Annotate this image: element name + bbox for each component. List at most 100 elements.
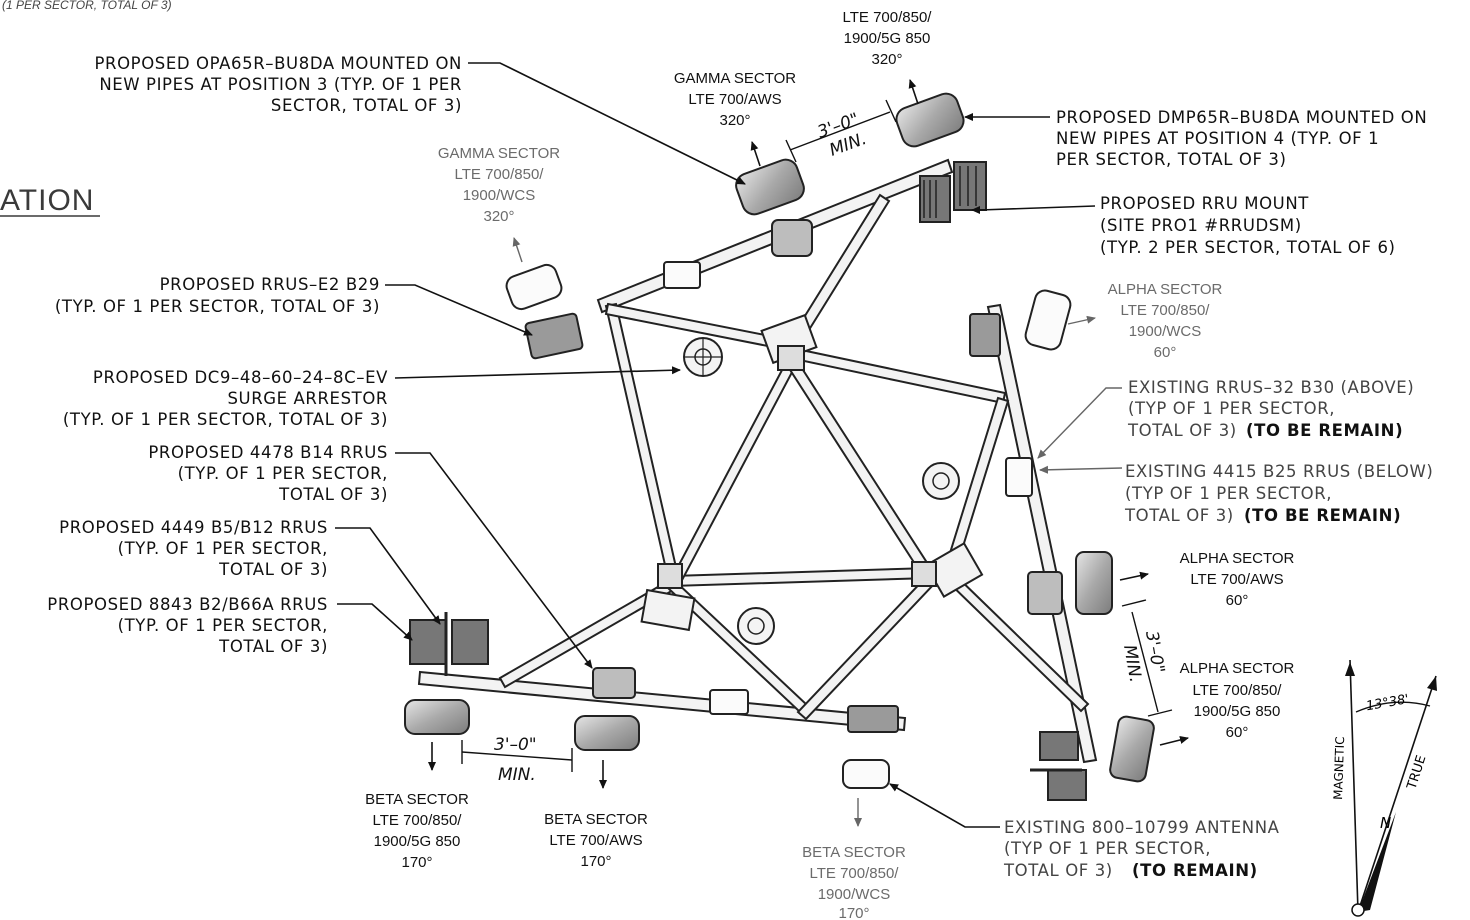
- svg-text:LTE 700/850/: LTE 700/850/: [455, 166, 545, 183]
- svg-text:60°: 60°: [1226, 592, 1249, 609]
- svg-text:170°: 170°: [838, 905, 869, 920]
- svg-text:TOTAL OF 3): TOTAL OF 3): [218, 560, 328, 579]
- svg-text:(TO REMAIN): (TO REMAIN): [1132, 861, 1258, 880]
- svg-text:PROPOSED DC9–48–60–24–8C–EV: PROPOSED DC9–48–60–24–8C–EV: [93, 368, 388, 387]
- alpha-rrus-32: [1005, 457, 1033, 497]
- svg-text:EXISTING 4415 B25 RRUS (BELOW): EXISTING 4415 B25 RRUS (BELOW): [1125, 462, 1433, 481]
- sector-alpha-aws: ALPHA SECTOR LTE 700/AWS 60°: [1180, 550, 1295, 609]
- beta-equipment: [404, 607, 899, 789]
- alpha-face-rail: [986, 303, 1098, 764]
- alpha-surge-arrestor: [922, 462, 960, 500]
- section-title: ATION: [0, 184, 100, 217]
- svg-text:PROPOSED 4478 B14 RRUS: PROPOSED 4478 B14 RRUS: [148, 443, 388, 462]
- magnetic-north-line: [1349, 659, 1359, 913]
- hub-clamp: [657, 563, 683, 589]
- svg-text:SURGE ARRESTOR: SURGE ARRESTOR: [227, 389, 388, 408]
- svg-text:1900/5G 850: 1900/5G 850: [374, 833, 461, 850]
- callout-rrus-e2: PROPOSED RRUS–E2 B29 (TYP. OF 1 PER SECT…: [55, 275, 380, 316]
- svg-text:PROPOSED 4449 B5/B12 RRUS: PROPOSED 4449 B5/B12 RRUS: [59, 518, 328, 537]
- svg-text:PROPOSED OPA65R–BU8DA MOUNTED: PROPOSED OPA65R–BU8DA MOUNTED ON: [94, 54, 462, 73]
- svg-text:ALPHA SECTOR: ALPHA SECTOR: [1108, 281, 1223, 298]
- callout-opa65r: PROPOSED OPA65R–BU8DA MOUNTED ON NEW PIP…: [94, 54, 462, 115]
- svg-text:(TYP OF 1 PER SECTOR,: (TYP OF 1 PER SECTOR,: [1128, 399, 1335, 418]
- svg-text:1900/WCS: 1900/WCS: [1129, 323, 1202, 340]
- dim-beta-min: MIN.: [498, 765, 536, 785]
- svg-text:SECTOR, TOTAL OF 3): SECTOR, TOTAL OF 3): [271, 96, 462, 115]
- sector-beta-wcs: BETA SECTOR LTE 700/850/ 1900/WCS 170°: [802, 844, 906, 920]
- svg-text:(TYP OF 1 PER SECTOR,: (TYP OF 1 PER SECTOR,: [1004, 839, 1211, 858]
- svg-text:LTE 700/850/: LTE 700/850/: [1121, 302, 1211, 319]
- svg-text:NEW PIPES AT POSITION 4 (TYP.: NEW PIPES AT POSITION 4 (TYP. OF 1: [1056, 129, 1379, 148]
- mount-frame: [417, 158, 1098, 764]
- callout-b14: PROPOSED 4478 B14 RRUS (TYP. OF 1 PER SE…: [148, 443, 388, 504]
- svg-text:(TO BE REMAIN): (TO BE REMAIN): [1246, 421, 1403, 440]
- svg-text:ALPHA SECTOR: ALPHA SECTOR: [1180, 550, 1295, 567]
- svg-text:EXISTING 800–10799 ANTENNA: EXISTING 800–10799 ANTENNA: [1004, 818, 1280, 837]
- dimension-lines: [461, 99, 1173, 772]
- strut: [604, 302, 680, 580]
- svg-text:320°: 320°: [483, 208, 514, 225]
- svg-text:(TYP OF 1 PER SECTOR,: (TYP OF 1 PER SECTOR,: [1125, 484, 1332, 503]
- svg-text:(TYP. 2 PER SECTOR, TOTAL OF 6: (TYP. 2 PER SECTOR, TOTAL OF 6): [1100, 238, 1396, 257]
- sector-beta-aws: BETA SECTOR LTE 700/AWS 170°: [544, 811, 648, 870]
- svg-text:320°: 320°: [871, 51, 902, 68]
- gamma-aws-antenna: [735, 158, 805, 216]
- dim-alpha-spacing: 3'–0": [1141, 629, 1168, 674]
- alpha-equipment: [922, 289, 1155, 801]
- sector-alpha-5g: ALPHA SECTOR LTE 700/850/ 1900/5G 850 60…: [1180, 660, 1295, 741]
- alpha-b14-rrus: [1027, 571, 1063, 615]
- true-north-line: [1357, 675, 1437, 913]
- beta-surge-arrestor: [737, 607, 775, 645]
- beta-800-antenna: [842, 759, 890, 789]
- svg-text:LTE 700/850/: LTE 700/850/: [843, 9, 933, 26]
- north-n-label: N: [1380, 814, 1391, 832]
- declination-label: 13°38': [1365, 692, 1410, 714]
- svg-text:LTE 700/850/: LTE 700/850/: [810, 865, 900, 882]
- callout-rru-mount: PROPOSED RRU MOUNT (SITE PRO1 #RRUDSM) (…: [1100, 194, 1396, 257]
- svg-text:LTE 700/850/: LTE 700/850/: [1193, 682, 1283, 699]
- svg-text:(TYP. OF 1 PER SECTOR,: (TYP. OF 1 PER SECTOR,: [178, 464, 388, 483]
- svg-text:320°: 320°: [719, 112, 750, 129]
- gamma-equipment: [505, 92, 987, 377]
- beta-5g-antenna: [404, 699, 470, 735]
- magnetic-label: MAGNETIC: [1331, 736, 1347, 800]
- svg-text:(TYP. OF 1 PER SECTOR, TOTAL O: (TYP. OF 1 PER SECTOR, TOTAL OF 3): [63, 410, 388, 429]
- sector-gamma-aws: GAMMA SECTOR LTE 700/AWS 320°: [674, 70, 796, 129]
- callout-rrus32: EXISTING RRUS–32 B30 (ABOVE) (TYP OF 1 P…: [1127, 378, 1414, 440]
- section-title-text: ATION: [0, 184, 94, 217]
- svg-text:(TYP. OF 1 PER SECTOR,: (TYP. OF 1 PER SECTOR,: [118, 616, 328, 635]
- alpha-rru-mount: [1030, 731, 1087, 801]
- gamma-wcs-antenna: [505, 263, 563, 311]
- svg-text:60°: 60°: [1154, 344, 1177, 361]
- strut: [796, 573, 938, 721]
- sector-gamma-top: LTE 700/850/ 1900/5G 850 320°: [843, 9, 933, 68]
- svg-text:TOTAL OF 3): TOTAL OF 3): [1127, 421, 1237, 440]
- strut: [670, 353, 801, 584]
- svg-text:PROPOSED DMP65R–BU8DA MOUNTED: PROPOSED DMP65R–BU8DA MOUNTED ON: [1056, 108, 1427, 127]
- beta-rru-mount: [409, 612, 489, 676]
- callout-b5b12: PROPOSED 4449 B5/B12 RRUS (TYP. OF 1 PER…: [59, 518, 328, 579]
- azimuth-arrows: [428, 79, 1189, 827]
- svg-text:1900/5G 850: 1900/5G 850: [844, 30, 931, 47]
- leader-lines: [335, 62, 1123, 828]
- strut: [783, 354, 935, 580]
- svg-text:(TYP. OF 1 PER SECTOR,: (TYP. OF 1 PER SECTOR,: [118, 539, 328, 558]
- alpha-aws-antenna: [1075, 551, 1113, 615]
- callout-dc9: PROPOSED DC9–48–60–24–8C–EV SURGE ARREST…: [63, 368, 388, 429]
- strut: [671, 566, 931, 588]
- sector-alpha-wcs: ALPHA SECTOR LTE 700/850/ 1900/WCS 60°: [1108, 281, 1223, 361]
- svg-text:(TO BE REMAIN): (TO BE REMAIN): [1244, 506, 1401, 525]
- sector-gamma-wcs: GAMMA SECTOR LTE 700/850/ 1900/WCS 320°: [438, 145, 560, 225]
- beta-rrus-32: [847, 705, 899, 733]
- svg-text:170°: 170°: [580, 853, 611, 870]
- callout-b2b66a: PROPOSED 8843 B2/B66A RRUS (TYP. OF 1 PE…: [47, 595, 328, 656]
- svg-text:(SITE PRO1 #RRUDSM): (SITE PRO1 #RRUDSM): [1100, 216, 1302, 235]
- svg-text:PROPOSED RRUS–E2 B29: PROPOSED RRUS–E2 B29: [160, 275, 380, 294]
- alpha-wcs-antenna: [1024, 289, 1072, 351]
- hub-clamp: [911, 561, 937, 587]
- declination-arc: [1355, 701, 1431, 713]
- hub-plate: [640, 588, 696, 632]
- svg-text:PER SECTOR, TOTAL OF 3): PER SECTOR, TOTAL OF 3): [1056, 150, 1287, 169]
- gamma-rru: [771, 219, 813, 257]
